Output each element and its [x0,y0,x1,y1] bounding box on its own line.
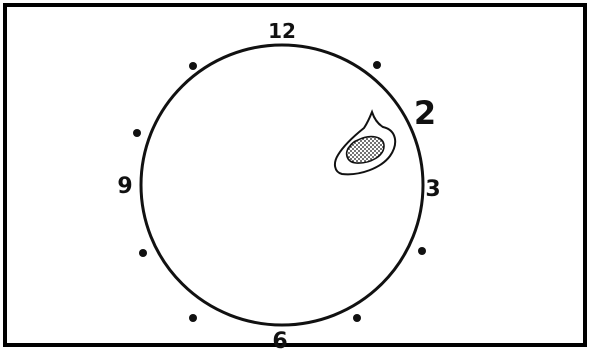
hour-dot-7 [189,314,197,322]
hour-dot-8 [139,249,147,257]
clock-number-12: 12 [268,19,296,43]
clock-number-6: 6 [272,329,287,350]
outer-frame [5,5,585,345]
hour-dot-4 [418,247,426,255]
clock-circle [141,45,423,325]
clock-number-9: 9 [117,174,132,199]
clock-number-2-marker: 2 [414,94,436,132]
hour-dot-5 [353,314,361,322]
hour-dot-11 [189,62,197,70]
stippled-lesion-icon [335,112,395,174]
clock-number-3: 3 [425,177,440,202]
hour-dot-10 [133,129,141,137]
hour-dot-1 [373,61,381,69]
